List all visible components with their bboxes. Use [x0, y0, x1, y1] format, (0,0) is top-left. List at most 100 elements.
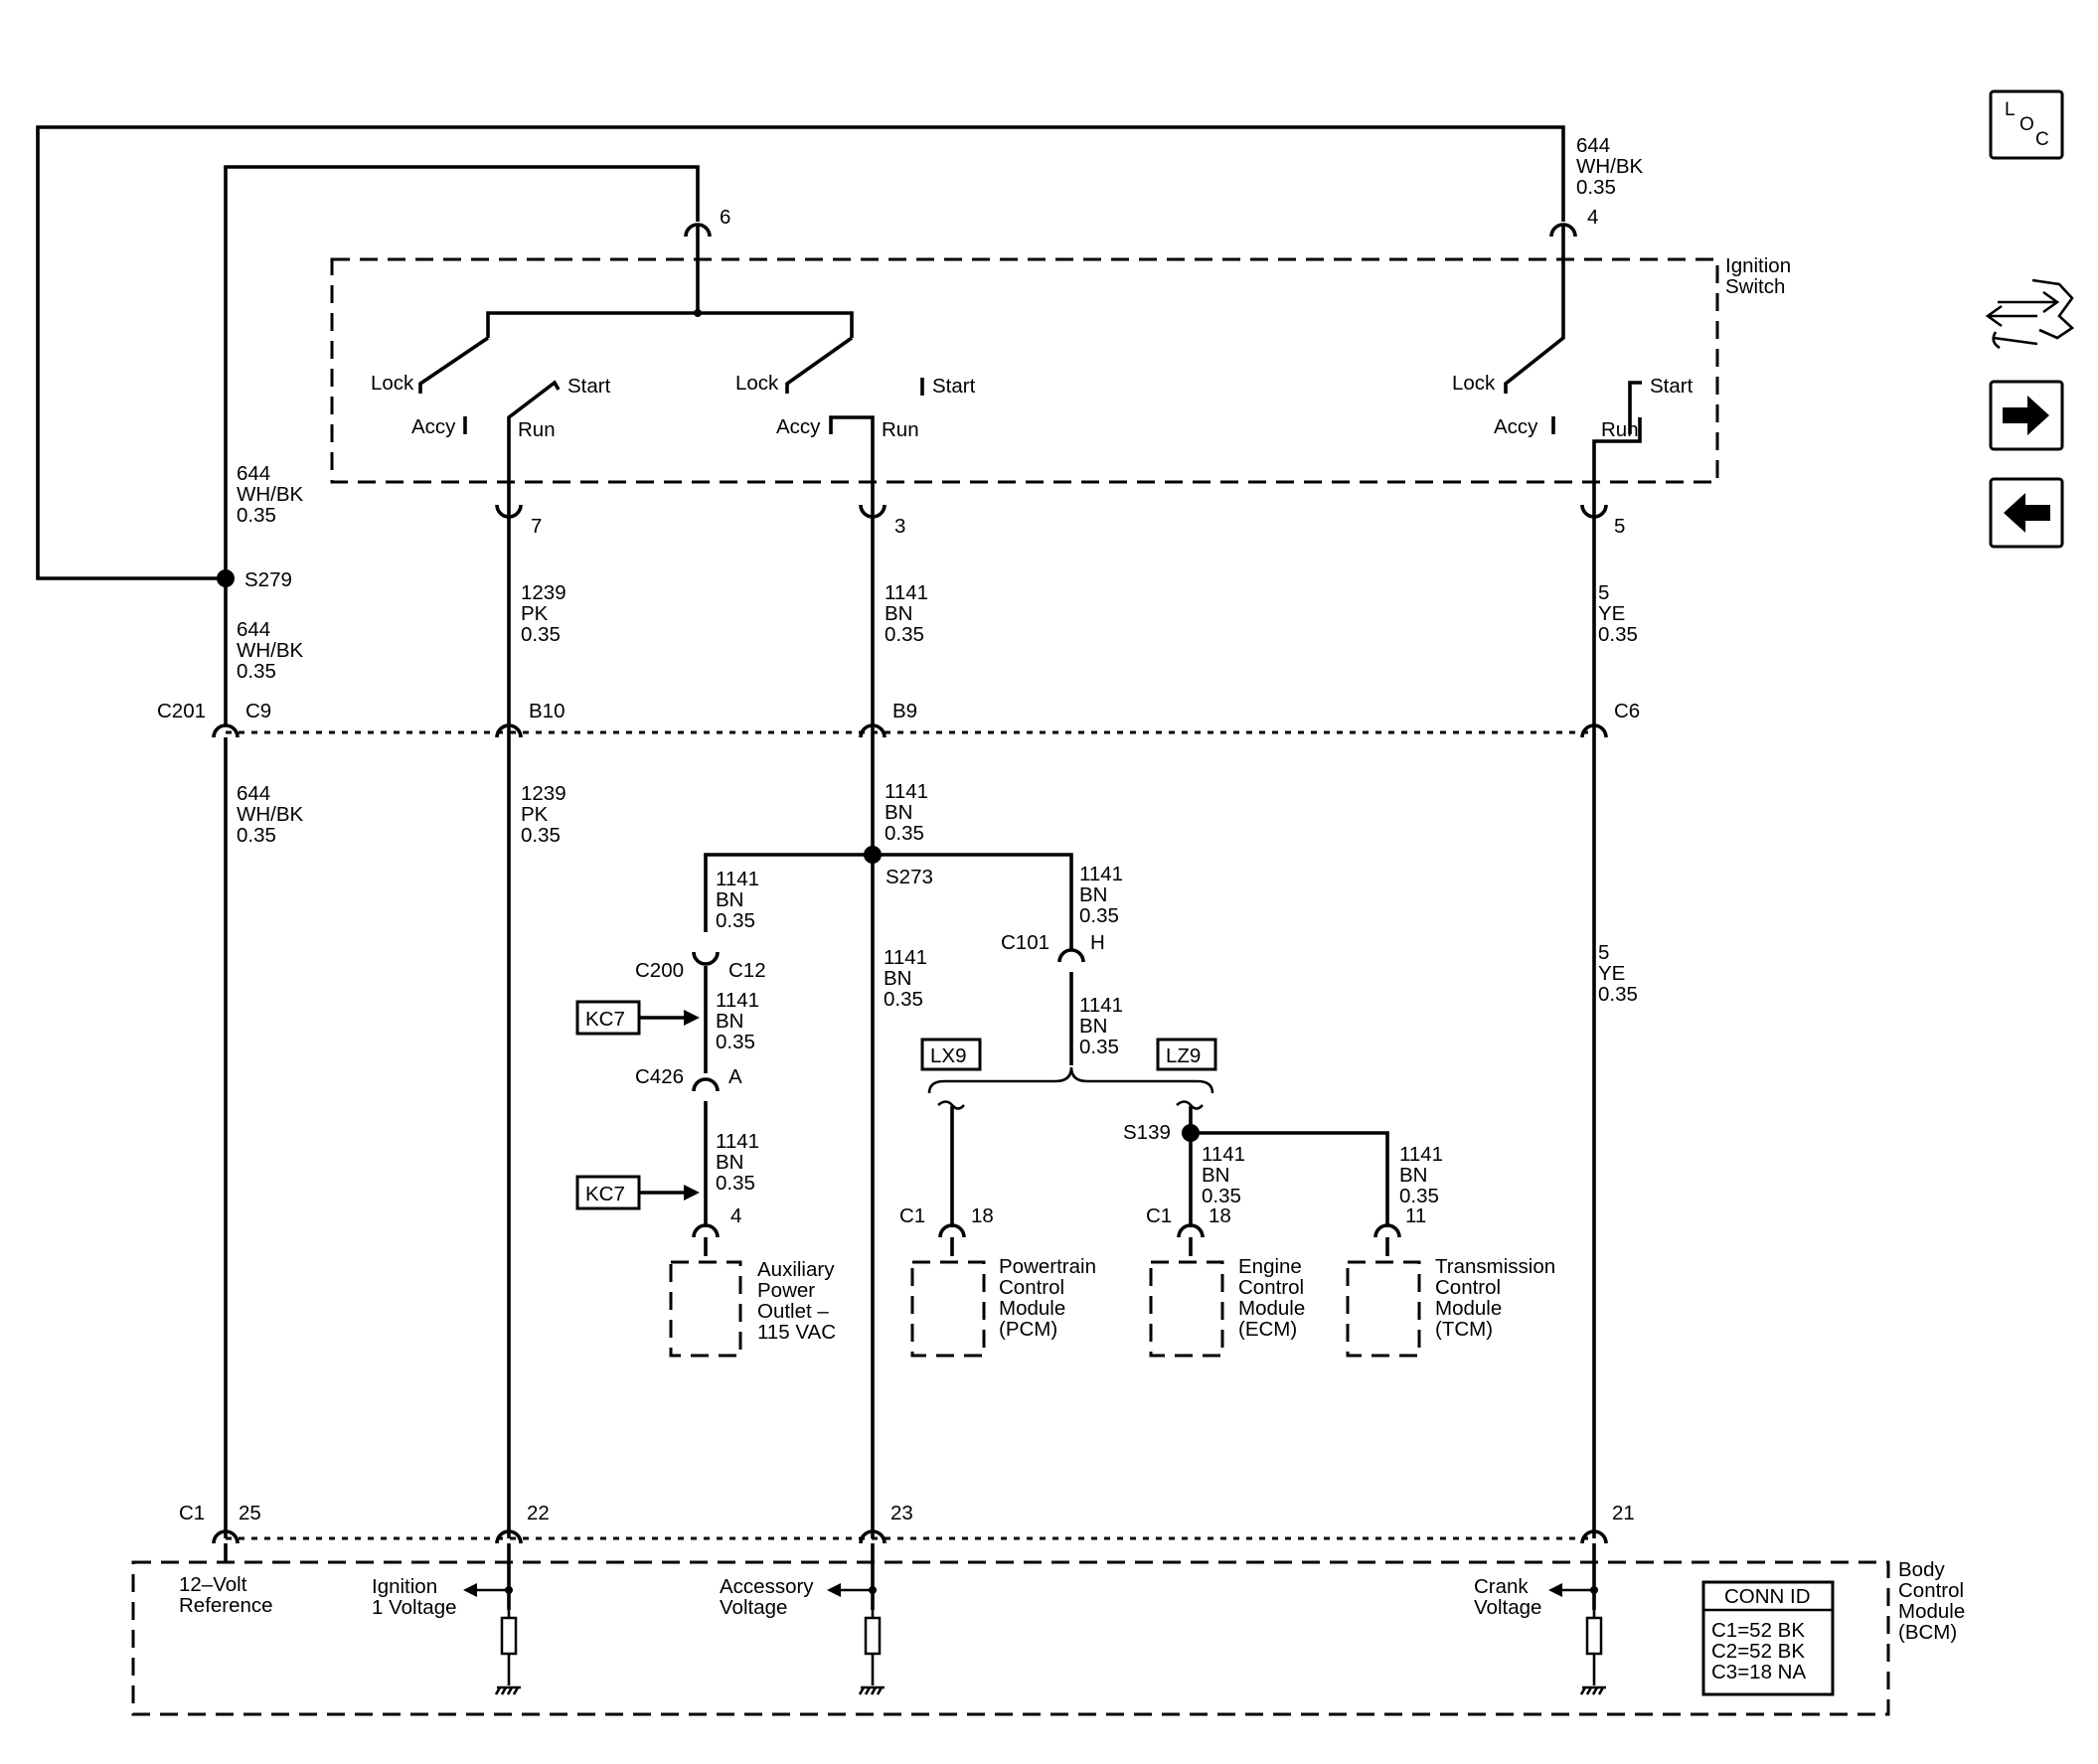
- wire-5-b-number: 5: [1598, 941, 1609, 964]
- c426-connector: [692, 1077, 720, 1092]
- conn-id-row-2: C2=52 BK: [1711, 1640, 1805, 1663]
- switch-1-run: Run: [518, 418, 556, 441]
- wire-644-c-size: 0.35: [237, 824, 276, 847]
- bcm-c1-label: C1: [179, 1502, 205, 1524]
- wire-644-a-color: WH/BK: [237, 483, 304, 506]
- ecm-component-outline: [1149, 1260, 1224, 1358]
- wrench-connector-icon[interactable]: [1985, 278, 2075, 350]
- wire-1239-a-number: 1239: [521, 581, 566, 604]
- loc-label-c: C: [2035, 129, 2049, 150]
- bcm-pin-23: 23: [890, 1502, 913, 1524]
- wire-644-top-size: 0.35: [1576, 176, 1616, 199]
- wire-1141-tcm-size: 0.35: [1399, 1185, 1439, 1207]
- wire-1141-tcm-color: BN: [1399, 1164, 1427, 1187]
- wire-644-b-color: WH/BK: [237, 639, 304, 662]
- wire-1141-apo-a-number: 1141: [716, 868, 759, 890]
- ecm-label-3: Module: [1238, 1297, 1305, 1320]
- bcm-outline: [131, 1560, 1890, 1716]
- bcm-label-1: Body: [1898, 1558, 1945, 1581]
- ign1-resistor: [500, 1616, 518, 1656]
- pin-7-label: 7: [531, 515, 542, 538]
- bcm-pin-21: 21: [1612, 1502, 1635, 1524]
- conn-id-title: CONN ID: [1724, 1585, 1811, 1608]
- wire-644-c-color: WH/BK: [237, 803, 304, 826]
- c101-pin: H: [1090, 931, 1105, 954]
- switch-2-accy: Accy: [776, 415, 821, 438]
- kc7-option-2: KC7: [575, 1175, 700, 1210]
- wire-1141-ecm-color: BN: [1202, 1164, 1229, 1187]
- wire-1239-b-size: 0.35: [521, 824, 561, 847]
- bcm-signal-ref-2: Reference: [179, 1594, 273, 1617]
- next-page-button[interactable]: [1989, 380, 2064, 451]
- tcm-pin-label: 11: [1405, 1204, 1426, 1227]
- switch-2-start: Start: [932, 375, 976, 398]
- pin-5-label: 5: [1614, 515, 1625, 538]
- splice-s279-label: S279: [244, 568, 292, 591]
- splice-s139: [1182, 1124, 1200, 1142]
- wire-1141-apo-c-size: 0.35: [716, 1172, 755, 1195]
- apo-label-2: Power: [757, 1279, 815, 1302]
- bcm-signal-ign1-1: Ignition: [372, 1575, 437, 1598]
- bcm-pin-25: 25: [239, 1502, 261, 1524]
- kc7-option-1: KC7: [575, 1000, 700, 1036]
- previous-page-button[interactable]: [1989, 477, 2064, 549]
- wire-5-b-color: YE: [1598, 962, 1625, 985]
- splice-s139-label: S139: [1123, 1121, 1171, 1144]
- wire-1141-apo-b-color: BN: [716, 1010, 743, 1033]
- c201-label: C201: [157, 700, 206, 722]
- wire-1141-c-color: BN: [884, 967, 911, 990]
- ignition-switch-label-2: Switch: [1725, 275, 1785, 298]
- svg-text:KC7: KC7: [585, 1008, 625, 1031]
- bcm-label-4: (BCM): [1898, 1621, 1957, 1644]
- wire-644-b-number: 644: [237, 618, 270, 641]
- pcm-pin-label: 18: [971, 1204, 994, 1227]
- c201-pin-b9: B9: [892, 700, 917, 722]
- apo-component-outline: [669, 1260, 742, 1358]
- wire-644-a-number: 644: [237, 462, 270, 485]
- wire-1141-a-number: 1141: [885, 581, 928, 604]
- switch-3-accy: Accy: [1494, 415, 1538, 438]
- apo-label-3: Outlet –: [757, 1300, 829, 1323]
- pcm-label-1: Powertrain: [999, 1255, 1096, 1278]
- switch-3-blade: [1504, 320, 1565, 394]
- switch-2-lock: Lock: [735, 372, 779, 395]
- conn-id-row-1: C1=52 BK: [1711, 1619, 1805, 1642]
- tcm-label-2: Control: [1435, 1276, 1501, 1299]
- bcm-signal-crank-2: Voltage: [1474, 1596, 1541, 1619]
- acc-ground-icon: [858, 1685, 885, 1695]
- conn-id-table: CONN ID C1=52 BK C2=52 BK C3=18 NA: [1701, 1580, 1835, 1696]
- crank-ground-icon: [1579, 1685, 1606, 1695]
- pcm-label-4: (PCM): [999, 1318, 1057, 1341]
- ecm-label-1: Engine: [1238, 1255, 1302, 1278]
- pin-3-label: 3: [894, 515, 905, 538]
- bcm-label-3: Module: [1898, 1600, 1965, 1623]
- bcm-signal-ign1-2: 1 Voltage: [372, 1596, 457, 1619]
- ecm-pin-label: 18: [1209, 1204, 1231, 1227]
- wire-1141-ecm-size: 0.35: [1202, 1185, 1241, 1207]
- wire-1141-d-number: 1141: [1079, 863, 1123, 885]
- c201-pin-c9: C9: [245, 700, 271, 722]
- loc-button[interactable]: L O C: [1989, 89, 2064, 160]
- wire-1239-b-color: PK: [521, 803, 549, 826]
- pcm-c1-label: C1: [899, 1204, 925, 1227]
- wire-1141-apo-a-size: 0.35: [716, 909, 755, 932]
- wire-1141-e-color: BN: [1079, 1015, 1107, 1038]
- wire-1141-e-size: 0.35: [1079, 1036, 1119, 1058]
- c201-pin-c6: C6: [1614, 700, 1640, 722]
- wire-644-top-number: 644: [1576, 134, 1610, 157]
- svg-text:LX9: LX9: [930, 1044, 966, 1067]
- splice-s273-label: S273: [886, 866, 933, 888]
- bcm-signal-crank-1: Crank: [1474, 1575, 1529, 1598]
- wire-644-outer-loop: [36, 125, 1565, 580]
- wire-644-c-number: 644: [237, 782, 270, 805]
- conn-id-row-3: C3=18 NA: [1711, 1661, 1806, 1684]
- bcm-pin-22: 22: [527, 1502, 550, 1524]
- pin-6-label: 6: [720, 206, 730, 229]
- wire-1141-b-number: 1141: [885, 780, 928, 803]
- ign1-ground-icon: [494, 1685, 521, 1695]
- pcm-label-2: Control: [999, 1276, 1064, 1299]
- splice-s273: [864, 846, 882, 864]
- c426-label: C426: [635, 1065, 684, 1088]
- ignition-switch-outline: [330, 257, 1719, 484]
- wire-1141-apo-c-number: 1141: [716, 1130, 759, 1153]
